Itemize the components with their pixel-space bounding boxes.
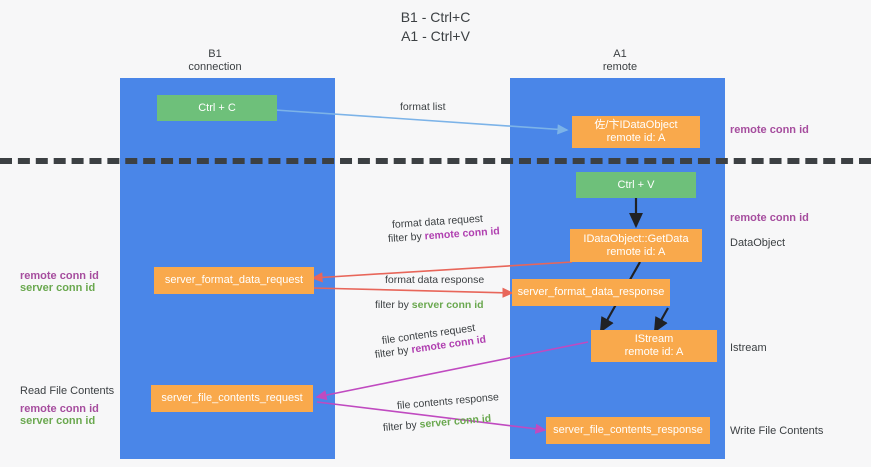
edge-label-format-list: format list [400, 101, 446, 113]
lane-label-a1: A1 remote [602, 48, 638, 73]
filter-key-server-conn-id: server conn id [411, 299, 484, 311]
edge-label-format-data-response: format data response [385, 274, 485, 286]
node-ctrl-v[interactable]: Ctrl + V [576, 172, 696, 198]
node-server-format-data-request[interactable]: server_format_data_request [154, 267, 314, 294]
arrow-file-contents-response [316, 401, 547, 434]
arrow-format-list [274, 109, 569, 135]
arrow-format-data-response [312, 287, 514, 298]
edge-label-format-data-response-filter: filter by server conn id [375, 298, 484, 312]
annotation-right-write-file-contents: Write File Contents [730, 425, 824, 437]
page-title: B1 - Ctrl+C A1 - Ctrl+V [400, 9, 471, 44]
node-server-file-contents-request[interactable]: server_file_contents_request [151, 385, 313, 412]
arrow-file-contents-request [315, 341, 589, 401]
node-server-file-contents-response[interactable]: server_file_contents_response [546, 417, 710, 444]
annotation-left-server-conn-id-2: server conn id [20, 415, 96, 427]
filter-prefix: filter by [375, 299, 412, 311]
node-istream[interactable]: IStream remote id: A [591, 330, 717, 362]
lane-label-b1: B1 connection [188, 48, 242, 73]
annotation-right-remote-conn-id-top: remote conn id [730, 124, 809, 136]
annotation-right-remote-conn-id-mid: remote conn id [730, 212, 809, 224]
annotation-right-istream: Istream [730, 342, 767, 354]
annotation-left-server-conn-id-1: server conn id [20, 282, 96, 294]
arrow-response-to-istream [653, 307, 669, 333]
annotation-left-remote-conn-id-2: remote conn id [20, 403, 99, 415]
arrow-format-data-request [311, 261, 573, 283]
phase-divider [0, 158, 871, 164]
node-server-format-data-response[interactable]: server_format_data_response [512, 279, 670, 306]
node-idataobject[interactable]: 佐/卞IDataObject remote id: A [572, 116, 700, 148]
annotation-left-remote-conn-id-1: remote conn id [20, 270, 99, 282]
node-idataobject-getdata[interactable]: IDataObject::GetData remote id: A [570, 229, 702, 262]
annotation-right-dataobject: DataObject [730, 237, 786, 249]
filter-prefix: filter by [382, 418, 421, 434]
node-ctrl-c[interactable]: Ctrl + C [157, 95, 277, 121]
annotation-left-read-file-contents: Read File Contents [20, 385, 115, 397]
filter-prefix: filter by [387, 230, 426, 245]
